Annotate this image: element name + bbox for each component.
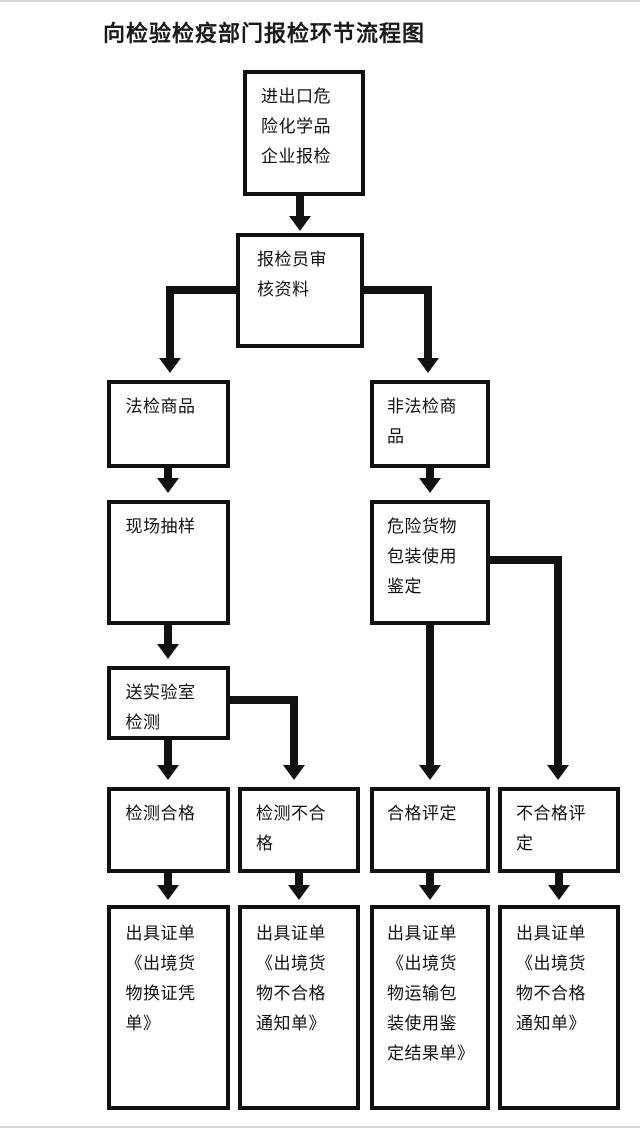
- edge-n6-n10-arrowhead: [419, 765, 441, 780]
- node-label: 出具证单《出境货物不合格通知单》: [256, 924, 326, 1033]
- edge-n7-n9-h: [226, 696, 298, 704]
- edge-n5-n7-line: [164, 625, 172, 648]
- edge-n10-n14-line: [426, 873, 434, 889]
- edge-n4-n6-arrowhead: [419, 478, 441, 493]
- node-dangerous-goods-packaging-appraisal[interactable]: 危险货物包装使用鉴定: [370, 500, 490, 625]
- edge-n2-n3-v: [166, 286, 174, 360]
- edge-n2-n3-arrowhead: [159, 358, 181, 373]
- edge-n2-n4-v: [424, 286, 432, 360]
- edge-n3-n5-arrowhead: [157, 478, 179, 493]
- node-test-passed[interactable]: 检测合格: [107, 787, 230, 873]
- node-statutory-inspection-goods[interactable]: 法检商品: [107, 380, 230, 468]
- node-non-statutory-inspection-goods[interactable]: 非法检商品: [370, 380, 490, 468]
- edge-n6-n11-arrowhead: [547, 765, 569, 780]
- node-conformity-assessment-pass[interactable]: 合格评定: [370, 787, 490, 873]
- edge-n4-n6-line: [426, 468, 434, 482]
- page-top-rule: [0, 0, 640, 2]
- edge-n2-n4-h: [362, 286, 432, 294]
- page-bottom-rule: [0, 1126, 640, 1128]
- node-issue-certificate-noncompliance-notice-2[interactable]: 出具证单《出境货物不合格通知单》: [498, 905, 620, 1110]
- node-label: 送实验室检测: [125, 683, 196, 732]
- edge-n7-n9-arrowhead: [283, 765, 305, 780]
- edge-n10-n14-arrowhead: [419, 885, 441, 900]
- node-label: 危险货物包装使用鉴定: [387, 517, 457, 596]
- edge-n8-n12-arrowhead: [157, 885, 179, 900]
- node-on-site-sampling[interactable]: 现场抽样: [107, 500, 230, 625]
- node-label: 检测不合格: [256, 804, 326, 853]
- node-issue-certificate-noncompliance-notice-1[interactable]: 出具证单《出境货物不合格通知单》: [238, 905, 360, 1110]
- node-send-to-laboratory-testing[interactable]: 送实验室检测: [107, 666, 230, 740]
- node-conformity-assessment-fail[interactable]: 不合格评定: [498, 787, 620, 873]
- node-import-export-hazardous-chemical-declaration[interactable]: 进出口危险化学品企业报检: [243, 70, 365, 196]
- node-label: 进出口危险化学品企业报检: [261, 87, 331, 166]
- edge-n6-n11-h: [486, 556, 562, 564]
- edge-n6-n11-v: [554, 556, 562, 769]
- node-label: 现场抽样: [125, 517, 196, 536]
- edge-n1-n2-arrowhead: [289, 216, 311, 231]
- edge-n9-n13-arrowhead: [288, 885, 310, 900]
- node-label: 出具证单《出境货物不合格通知单》: [516, 924, 586, 1033]
- edge-n2-n3-h: [166, 286, 238, 294]
- node-label: 检测合格: [125, 804, 196, 823]
- edge-n7-n8-line: [164, 740, 172, 769]
- edge-n2-n4-arrowhead: [417, 358, 439, 373]
- node-label: 出具证单《出境货物运输包装使用鉴定结果单》: [387, 924, 475, 1063]
- node-issue-certificate-transport-packaging-result[interactable]: 出具证单《出境货物运输包装使用鉴定结果单》: [370, 905, 490, 1110]
- edge-n5-n7-arrowhead: [157, 644, 179, 659]
- page-title: 向检验检疫部门报检环节流程图: [103, 21, 426, 46]
- node-label: 出具证单《出境货物换证凭单》: [125, 924, 196, 1033]
- node-test-failed[interactable]: 检测不合格: [238, 787, 360, 873]
- edge-n11-n15-line: [555, 873, 563, 889]
- edge-n9-n13-line: [295, 873, 303, 889]
- node-issue-certificate-exchange-voucher[interactable]: 出具证单《出境货物换证凭单》: [107, 905, 230, 1110]
- edge-n6-n10-line: [426, 625, 434, 769]
- edge-n8-n12-line: [164, 873, 172, 889]
- node-label: 非法检商品: [387, 397, 457, 446]
- edge-n7-n9-v: [290, 696, 298, 769]
- edge-n1-n2-line: [296, 196, 304, 218]
- node-label: 合格评定: [387, 804, 457, 823]
- node-inspector-review-documents[interactable]: 报检员审核资料: [236, 233, 364, 348]
- edge-n11-n15-arrowhead: [548, 885, 570, 900]
- edge-n3-n5-line: [164, 468, 172, 482]
- edge-n7-n8-arrowhead: [157, 765, 179, 780]
- node-label: 不合格评定: [516, 804, 586, 853]
- node-label: 报检员审核资料: [257, 250, 327, 299]
- node-label: 法检商品: [125, 397, 196, 416]
